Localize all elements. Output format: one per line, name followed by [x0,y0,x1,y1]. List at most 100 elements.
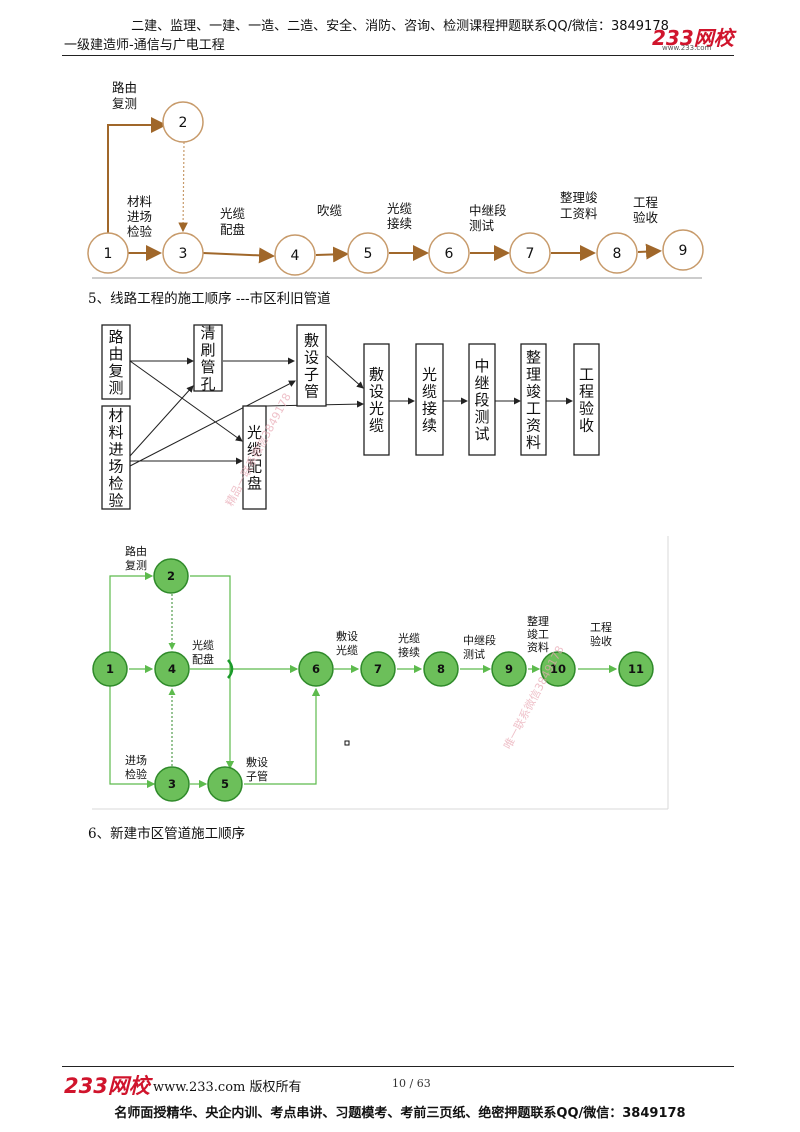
diagram-flow-2: 路由复测材料进场检验清刷管孔敷设子管光缆配盘敷设光缆光缆接续中继段测试整理竣工资… [101,324,600,510]
label-splice-1: 光缆 [387,201,413,216]
node-5-label: 5 [364,246,373,262]
box-label-accept: 工程验收 [579,366,594,435]
footer-divider [62,1066,734,1067]
node-6 [428,232,470,274]
label-blow: 吹缆 [317,203,343,218]
node-2 [162,101,204,143]
box-label-route: 路由复测 [108,328,123,397]
node-6-label: 6 [445,246,454,262]
node-4 [274,234,316,276]
svg-text:进场: 进场 [125,753,147,767]
node-7 [360,651,396,687]
svg-text:整理: 整理 [527,614,549,628]
node-7 [509,232,551,274]
box-label-clean: 清刷管孔 [200,324,215,393]
node-2 [153,558,189,594]
svg-text:复测: 复测 [125,558,147,572]
label-docs-1: 整理竣 [560,190,598,205]
svg-text:检验: 检验 [125,767,147,781]
node-6 [298,651,334,687]
svg-text:敷设: 敷设 [246,755,268,769]
label-material-1: 材料 [127,194,153,209]
svg-text:5: 5 [221,777,229,791]
label-cable-dist-1: 光缆 [220,206,246,221]
box-label-lay: 敷设光缆 [369,366,384,435]
label-accept-1: 工程 [633,195,659,210]
node-4-label: 4 [291,248,300,264]
svg-text:配盘: 配盘 [192,652,214,666]
label-cable-dist-2: 配盘 [220,222,245,237]
box-acceptance [573,343,600,456]
svg-text:资料: 资料 [527,640,549,654]
svg-text:3: 3 [168,777,176,791]
label-accept-2: 验收 [633,210,659,225]
edge-3-4 [202,247,275,264]
svg-text:验收: 验收 [590,634,612,648]
node-9-label: 9 [679,243,688,259]
svg-text:6: 6 [312,662,320,676]
svg-text:2: 2 [167,569,175,583]
box-cable-splice [415,343,444,456]
node-7-label: 7 [526,246,535,262]
label-relay-2: 测试 [469,218,495,233]
svg-text:竣工: 竣工 [527,627,549,641]
svg-text:路由: 路由 [125,544,147,558]
box-lay-subduct [296,324,327,407]
diagram-network-plan-1: 1 2 3 4 5 6 7 8 9 路由 复测 材料 进场 检验 光缆 配盘 吹… [87,80,704,279]
node-3 [154,766,190,802]
svg-text:工程: 工程 [590,621,612,634]
box-cable-distribution [242,405,267,510]
edge-8-9 [637,243,662,260]
label-splice-2: 接续 [387,216,412,231]
node-3-label: 3 [179,246,188,262]
node-3 [162,232,204,274]
brand-logo-url: www.233.com [662,44,712,52]
svg-text:8: 8 [437,662,445,676]
edge-dummy-2-3 [178,141,188,233]
box-label-material: 材料进场检验 [108,407,123,510]
node-8-label: 8 [613,246,622,262]
node-8 [423,651,459,687]
box-clean-duct [193,324,223,392]
node-4 [154,651,190,687]
header-divider [62,55,734,56]
label-relay-1: 中继段 [469,203,507,218]
section-5-heading: 5、线路工程的施工顺序 ---市区利旧管道 [88,291,331,307]
svg-text:光缆: 光缆 [398,631,420,645]
node-8 [596,232,638,274]
label-material-2: 进场 [127,209,152,224]
box-route-survey [101,324,131,400]
node-2-label: 2 [179,115,188,131]
edge-1-2 [107,117,167,234]
node-9 [491,651,527,687]
svg-text:11: 11 [628,662,644,676]
box-label-splice: 光缆接续 [422,366,437,435]
node-10 [540,651,576,687]
box-label-docs: 整理竣工资料 [526,349,541,452]
node-5 [347,232,389,274]
footer-copyright: www.233.com 版权所有 [153,1080,302,1095]
box-label-cable-dist: 光缆配盘 [247,424,262,493]
svg-text:敷设: 敷设 [336,629,358,643]
box-relay-test [468,343,496,456]
label-docs-2: 工资料 [560,206,598,221]
box-label-relay: 中继段测试 [474,357,489,443]
svg-text:9: 9 [505,662,513,676]
box-material-inspect [101,405,131,510]
header-contact-line: 二建、监理、一建、一造、二造、安全、消防、咨询、检测课程押题联系QQ/微信：38… [131,19,669,34]
page-number: 10 / 63 [392,1077,431,1090]
label-route-1: 路由 [112,80,137,95]
diagram-network-plan-3: 1 2 3 4 5 6 7 8 9 10 11 路由 复测 光缆 配盘 进场 检… [92,536,669,810]
node-1 [92,651,128,687]
node-11 [618,651,654,687]
box-lay-cable [363,343,390,456]
label-material-3: 检验 [127,224,153,239]
label-route-2: 复测 [112,96,137,111]
node-9 [662,229,704,271]
svg-text:10: 10 [550,662,566,676]
node-1-label: 1 [104,246,113,262]
footer-logo: 233网校 [64,1074,150,1098]
svg-text:子管: 子管 [246,769,268,783]
svg-text:光缆: 光缆 [192,638,214,652]
svg-text:光缆: 光缆 [336,643,358,657]
